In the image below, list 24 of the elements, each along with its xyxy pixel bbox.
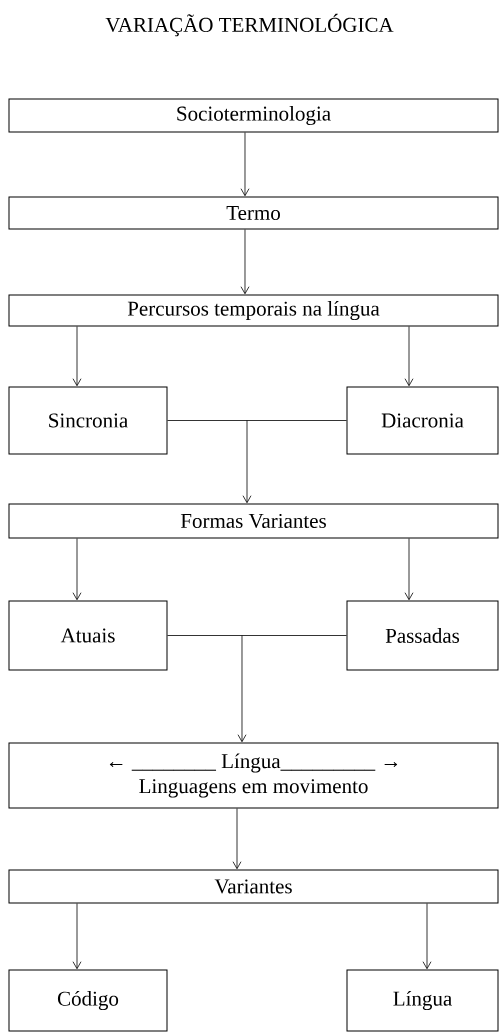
text-box: Passadas <box>346 600 499 671</box>
arrow <box>240 132 250 197</box>
text-box: Código <box>8 969 168 1032</box>
text-box: Língua <box>346 969 499 1032</box>
text-box: Diacronia <box>346 386 499 455</box>
text-box: Atuais <box>8 600 168 671</box>
text-box: ← ________ Língua_________ → Linguagens em movimento <box>8 742 499 809</box>
arrow <box>240 229 250 295</box>
text-box: Sincronia <box>8 386 168 455</box>
arrow <box>167 420 347 504</box>
arrow <box>72 903 82 970</box>
arrow <box>404 538 414 601</box>
text-box: Socioterminologia <box>8 98 499 133</box>
text-box: Variantes <box>8 869 499 904</box>
text-box: Formas Variantes <box>8 503 499 539</box>
text-box: Percursos temporais na língua <box>8 294 499 327</box>
arrow <box>72 326 82 387</box>
arrow <box>167 635 347 743</box>
title: VARIAÇÃO TERMINOLÓGICA <box>105 13 394 37</box>
arrow <box>72 538 82 601</box>
arrow <box>404 326 414 387</box>
arrow <box>422 903 432 970</box>
arrow <box>232 808 242 870</box>
text-box: Termo <box>8 196 499 230</box>
